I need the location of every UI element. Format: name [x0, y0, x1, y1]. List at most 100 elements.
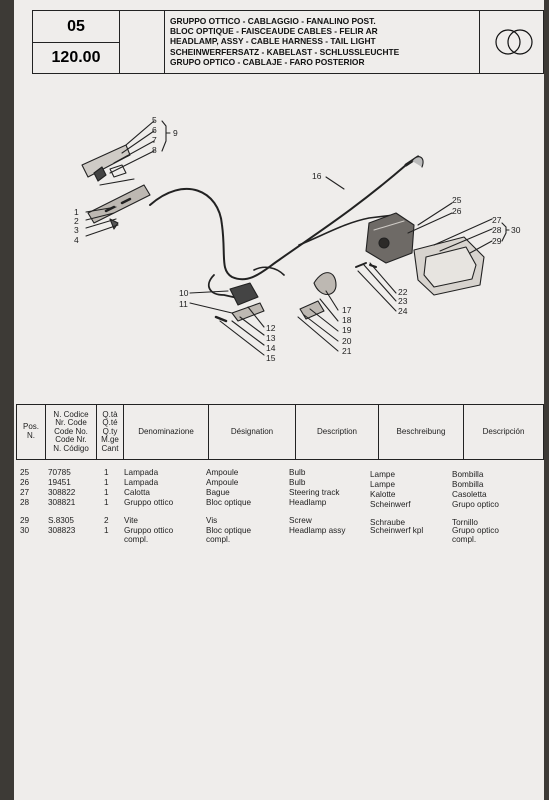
callout-17: 17 — [342, 305, 352, 315]
section-number: 05 — [33, 11, 119, 43]
two-rings-icon — [495, 29, 533, 55]
page-number: 120.00 — [51, 49, 101, 66]
row-de: Scheinwerf — [370, 500, 411, 509]
callout-15: 15 — [266, 353, 276, 363]
parts-table-header: Pos. N. N. Codice Nr. Code Code No. Code… — [16, 404, 544, 460]
callout-6: 6 — [152, 125, 157, 135]
col-it: Denominazione — [124, 405, 209, 459]
callout-25: 25 — [452, 195, 462, 205]
row-fr: Bloc optique compl. — [206, 526, 252, 544]
title-es: GRUPO OPTICO - CABLAJE - FARO POSTERIOR — [170, 56, 365, 67]
callout-1: 1 — [74, 207, 79, 217]
row-pos: 29 — [20, 516, 30, 525]
row-code: 308823 — [48, 526, 76, 535]
row-it: Gruppo ottico compl. — [124, 526, 174, 544]
title-it: GRUPPO OTTICO - CABLAGGIO - FANALINO POS… — [170, 16, 376, 26]
callout-4: 4 — [74, 235, 79, 245]
row-qty: 1 — [104, 478, 109, 487]
section-page-cell: 05 120.00 — [33, 11, 120, 73]
row-qty: 1 — [104, 468, 109, 477]
callout-26: 26 — [452, 206, 462, 216]
row-qty: 2 — [104, 516, 109, 525]
table-row: 30 308823 1 Gruppo ottico compl. Bloc op… — [14, 526, 544, 546]
row-en: Screw — [289, 516, 312, 525]
row-it: Gruppo ottico — [124, 498, 174, 507]
callout-27: 27 — [492, 215, 502, 225]
row-qty: 1 — [104, 526, 109, 535]
row-de: Lampe — [370, 470, 396, 479]
row-en: Steering track — [289, 488, 340, 497]
col-code: N. Codice Nr. Code Code No. Code Nr. N. … — [46, 405, 97, 459]
row-pos: 30 — [20, 526, 30, 535]
title-de: SCHEINWERFERSATZ - KABELAST - SCHLUSSLEU… — [170, 46, 400, 57]
row-fr: Bloc optique — [206, 498, 252, 507]
callout-7: 7 — [152, 135, 157, 145]
row-fr: Bague — [206, 488, 230, 497]
row-es: Bombilla — [452, 480, 484, 489]
col-en: Description — [296, 405, 379, 459]
row-de: Kalotte — [370, 490, 396, 499]
row-de: Schraube — [370, 518, 406, 527]
row-es: Grupo optico — [452, 500, 499, 509]
row-it: Calotta — [124, 488, 150, 497]
row-pos: 27 — [20, 488, 30, 497]
row-it: Lampada — [124, 478, 159, 487]
row-fr: Vis — [206, 516, 218, 525]
row-de: Scheinwerf kpl — [370, 526, 424, 535]
callout-24: 24 — [398, 306, 408, 316]
table-row: 27 308822 1 Calotta Bague Steering track… — [14, 488, 544, 508]
row-qty: 1 — [104, 488, 109, 497]
callout-19: 19 — [342, 325, 352, 335]
header-box: 05 120.00 GRUPPO OTTICO - CABLAGGIO - FA… — [32, 10, 544, 74]
row-pos: 28 — [20, 498, 30, 507]
callout-13: 13 — [266, 333, 276, 343]
callout-22: 22 — [398, 287, 408, 297]
row-fr: Ampoule — [206, 478, 239, 487]
row-es: Bombilla — [452, 470, 484, 479]
col-es: Descripción — [482, 426, 525, 436]
symbol-cell — [479, 11, 546, 73]
callout-28: 28 — [492, 225, 502, 235]
row-en: Headlamp — [289, 498, 327, 507]
row-fr: Ampoule — [206, 468, 239, 477]
row-es: Casoletta — [452, 490, 487, 499]
row-code: 70785 — [48, 468, 71, 477]
diagram-drawing — [81, 120, 510, 356]
callout-10: 10 — [179, 288, 189, 298]
row-it: Lampada — [124, 468, 159, 477]
callout-30: 30 — [511, 225, 521, 235]
callout-2: 2 — [74, 216, 79, 226]
parts-sheet: 05 120.00 GRUPPO OTTICO - CABLAGGIO - FA… — [14, 0, 544, 800]
callout-11: 11 — [179, 299, 188, 309]
callout-3: 3 — [74, 225, 79, 235]
title-en: HEADLAMP, ASSY - CABLE HARNESS - TAIL LI… — [170, 36, 376, 47]
row-code: 308822 — [48, 488, 76, 497]
row-en: Headlamp assy — [289, 526, 346, 535]
callout-9: 9 — [173, 128, 178, 138]
callout-5: 5 — [152, 115, 157, 125]
col-pos: Pos. N. — [17, 405, 46, 459]
callout-14: 14 — [266, 343, 276, 353]
row-en: Bulb — [289, 468, 306, 477]
row-code: 308821 — [48, 498, 76, 507]
callout-18: 18 — [342, 315, 352, 325]
col-qty: Q.tà Q.té Q.ty M.ge Cant — [97, 405, 124, 459]
blank-cell — [120, 11, 165, 73]
col-de: Beschreibung — [379, 405, 464, 459]
row-en: Bulb — [289, 478, 306, 487]
callout-20: 20 — [342, 336, 352, 346]
callout-23: 23 — [398, 296, 408, 306]
row-it: Vite — [124, 516, 138, 525]
table-row: 29 S.8305 2 Vite Vis Screw Schraube Torn… — [14, 516, 544, 536]
row-es: Tornillo — [452, 518, 478, 527]
table-row: 28 308821 1 Gruppo ottico Bloc optique H… — [14, 498, 544, 518]
row-code: 19451 — [48, 478, 71, 487]
row-pos: 25 — [20, 468, 30, 477]
row-de: Lampe — [370, 480, 396, 489]
wiring-diagram: 1 2 3 4 5 6 7 8 9 10 11 12 13 14 15 16 1… — [74, 115, 521, 363]
col-fr: Désignation — [209, 405, 296, 459]
title-block: GRUPPO OTTICO - CABLAGGIO - FANALINO POS… — [170, 16, 470, 67]
row-qty: 1 — [104, 498, 109, 507]
row-code: S.8305 — [48, 516, 74, 525]
callout-21: 21 — [342, 346, 352, 356]
